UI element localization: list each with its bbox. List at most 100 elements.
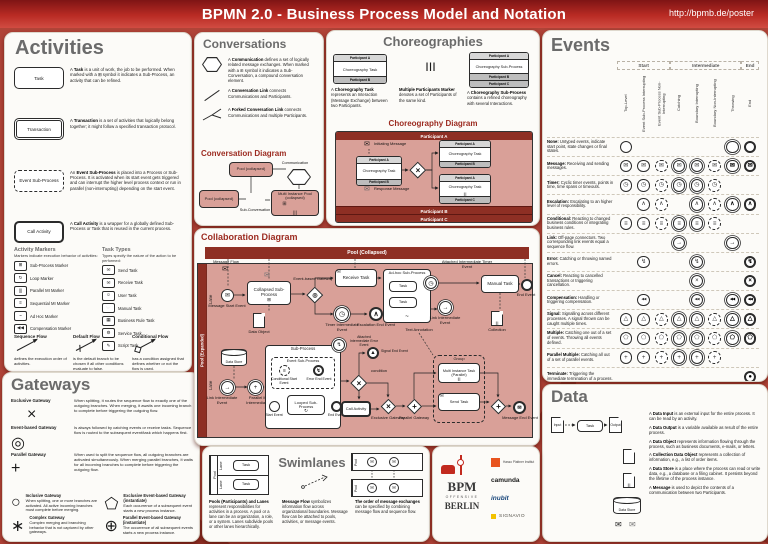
gateways-panel: Gateways Exclusive Gateway×When splittin…: [2, 372, 200, 542]
event-cell: [653, 234, 671, 252]
link-catch-label: Link Intermediate Event: [206, 395, 238, 405]
gateway-desc: When used to split the sequence flow, al…: [74, 452, 193, 473]
event-cell: ✉: [706, 157, 724, 175]
message-flow-label: Message Flow: [213, 259, 239, 264]
collaboration-panel: Collaboration Diagram Pool (Collapsed) P…: [194, 228, 540, 446]
collapsed-subprocess: Collapsed Sub-Process: [247, 281, 291, 305]
attached-error-event: ↯: [333, 339, 345, 351]
event-cell: [706, 138, 724, 156]
event-parallel-multiple-icon: +: [690, 351, 704, 364]
event-parallel-multiple-icon: +: [637, 351, 650, 364]
gateway-cell: ⊕Parallel Event-based Gateway (instantia…: [104, 515, 196, 536]
event-escalation-icon: ∧: [637, 198, 650, 211]
activity-desc: A Task is a unit of work, the job to be …: [70, 67, 175, 83]
event-desc: Signalling across different processes. A…: [547, 311, 610, 326]
exclusive-gateway: ×: [350, 374, 368, 392]
choreographies-panel: Choreographies Participant A Choreograph…: [326, 30, 540, 226]
multiple-participants-icon: |||: [425, 61, 437, 71]
send-envelope-icon: ✉: [440, 393, 444, 398]
poster-url-link[interactable]: http://bpmb.de/poster: [668, 8, 754, 18]
task-type-label: Receive Task: [118, 280, 143, 286]
event-timer-icon: ◷: [690, 179, 704, 192]
events-group-end: End: [741, 61, 759, 70]
escalation-end-event: ∧: [369, 307, 383, 321]
event-signal-icon: △: [655, 313, 668, 326]
event-cell: [724, 368, 742, 381]
gateways-title: Gateways: [11, 375, 91, 394]
link-intermediate-catch-event: →: [221, 381, 234, 394]
event-gateway-label: Event-based Gateway: [293, 276, 333, 281]
event-cell: ≡: [706, 215, 724, 233]
events-grid: None: Untyped events, indicate start poi…: [547, 137, 759, 381]
event-parallel-multiple-icon: +: [655, 351, 668, 364]
term: Collection Data Object: [652, 452, 698, 458]
event-compensation-icon: ◀◀: [743, 293, 757, 307]
event-signal-icon: △: [743, 313, 757, 326]
event-cell: ↯: [688, 253, 706, 271]
event-cell: +: [670, 349, 688, 367]
event-timer-icon: ◷: [655, 179, 668, 192]
message-start-label: Message Start Event: [208, 303, 246, 308]
event-cell: [670, 253, 688, 271]
event-multiple-icon: ⬠: [619, 332, 633, 345]
event-cell: ∧: [741, 195, 759, 213]
gateway-label: Event-based Gateway: [11, 425, 57, 430]
looped-subprocess: Looped Sub-Process: [287, 395, 325, 415]
event-cell: ◀◀: [635, 291, 653, 309]
bpm-text: BPM: [447, 479, 477, 494]
event-name: Conditional:: [547, 215, 572, 221]
event-cell: ∧: [635, 195, 653, 213]
escalation-end-label: Escalation End Event: [356, 322, 396, 327]
event-based-gateway-icon: ◎: [11, 434, 25, 452]
gateway-label: Parallel Gateway: [11, 452, 46, 457]
event-cell: ∧: [724, 195, 742, 213]
condition-label: condition: [371, 368, 388, 373]
events-row: Link: Off-page connectors. Two correspon…: [547, 232, 759, 252]
event-cancel-icon: ×: [690, 274, 704, 288]
data-item: A Data Input is an external input for th…: [649, 411, 755, 422]
event-cell: △: [706, 310, 724, 328]
event-cell: ◷: [706, 176, 724, 194]
event-definition: Escalation: Escalating to an higher leve…: [547, 199, 617, 209]
event-cell: ◷: [670, 176, 688, 194]
event-cell: [635, 138, 653, 156]
lane-row: Lane Task: [217, 475, 268, 494]
page-title: BPMN 2.0 - Business Process Model and No…: [201, 5, 567, 23]
events-column-header: Catching: [676, 95, 681, 112]
gateway-row: Exclusive Gateway×When splitting, it rou…: [11, 398, 193, 423]
events-column-header: Event Sub-Process Interrupting: [640, 75, 646, 132]
event-message-icon: ✉: [637, 159, 650, 173]
event-message-icon: ✉: [690, 159, 704, 173]
event-cell: [724, 176, 742, 194]
event-desc: Catching all out of a set of parallel ev…: [547, 351, 610, 362]
event-timer-icon: ◷: [708, 179, 721, 192]
event-cell: +: [635, 349, 653, 367]
event-definition: Conditional: Reacting to changed busines…: [547, 215, 617, 231]
event-cell: [617, 138, 635, 156]
task-type-label: Script Task: [118, 343, 139, 349]
event-message-icon: ✉: [726, 159, 739, 173]
event-cell: [617, 368, 635, 381]
flow-label: Sequence Flow: [14, 334, 47, 339]
manual-hand-icon: ☞: [483, 275, 488, 280]
term: Message Flow: [282, 499, 310, 504]
tv-tower-sphere-icon: [457, 459, 464, 466]
fork-icon: [201, 107, 223, 122]
gateway-row: Event-based Gateway◎Is always followed b…: [11, 425, 193, 452]
event-cell: [653, 291, 671, 309]
parallel-event-based-gateway-instantiate--icon: ⊕: [104, 518, 118, 536]
events-row: Conditional: Reacting to changed busines…: [547, 213, 759, 233]
events-row: Message: Receiving and sending messages.…: [547, 156, 759, 175]
data-diagram: Input Task Output: [551, 411, 647, 445]
list-title: Activity Markers: [14, 247, 56, 253]
task-type-label: User Task: [118, 293, 137, 299]
exclusive-blank-gateway-icon: [11, 406, 25, 420]
pool-collapsed-left: Pool (collapsed): [199, 190, 239, 208]
gateway-desc: Complex merging and branching behavior t…: [29, 520, 94, 535]
event-cancel-icon: ×: [743, 274, 757, 288]
flow-desc: has a condition assigned that defines wh…: [132, 356, 184, 371]
